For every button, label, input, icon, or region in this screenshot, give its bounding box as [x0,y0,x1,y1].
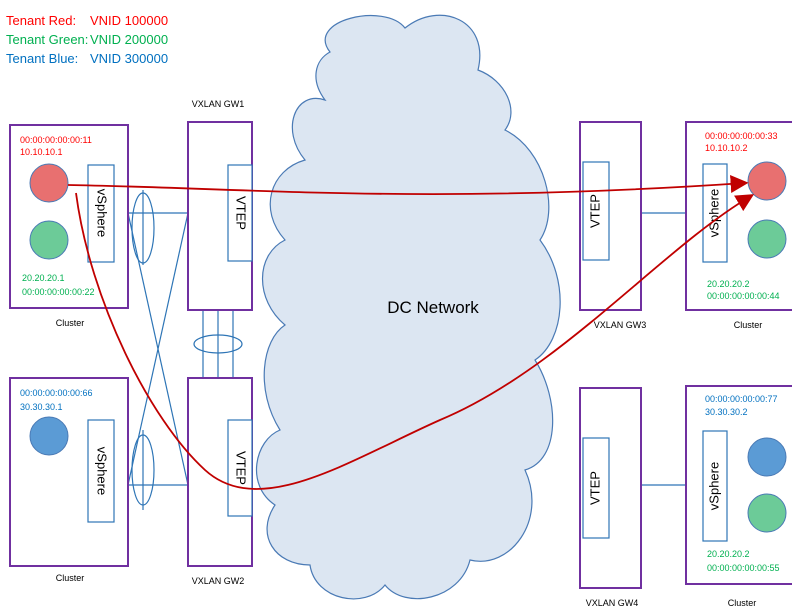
gw4-vtep-label: VTEP [587,471,602,505]
legend: Tenant Red: VNID 100000 Tenant Green: VN… [6,13,168,66]
lag-ellipse-c1 [131,192,155,264]
cluster-1-vsphere-box [87,164,115,263]
vm-blue-icon [29,416,69,456]
gw2-vtep-label: VTEP [234,451,249,485]
lag-ellipse-c2 [131,434,155,506]
cluster-4-ip-bottom: 20.20.20.2 [707,549,750,559]
cluster-4-ip-top: 30.30.30.2 [705,407,748,417]
cluster-2-vsphere-box [87,419,115,523]
cluster-4: 00:00:00:00:00:77 30.30.30.2 vSphere 20.… [685,385,792,608]
cluster-2-label: Cluster [56,573,85,583]
cluster-3-ip-bottom: 20.20.20.2 [707,279,750,289]
lag-ellipse-gw [193,334,243,354]
vm-red-icon [747,161,787,201]
gw3-vtep-label: VTEP [587,194,602,228]
cluster-1: 00:00:00:00:00:11 10.10.10.1 vSphere 20.… [9,124,129,328]
cluster-4-vsphere-box [702,430,728,542]
legend-red-vnid: VNID 100000 [90,13,168,28]
legend-red-tenant: Tenant Red: [6,13,76,28]
cluster-2-ip-top: 30.30.30.1 [20,402,63,412]
dc-network-cloud [255,14,561,600]
legend-green-vnid: VNID 200000 [90,32,168,47]
legend-blue-tenant: Tenant Blue: [6,51,78,66]
gw3-label: VXLAN GW3 [594,320,647,330]
cluster-1-label: Cluster [56,318,85,328]
gw1-label: VXLAN GW1 [192,99,245,109]
cluster-3-vsphere-box [702,163,728,263]
gw1-vtep-box [227,164,253,262]
cluster-3: 00:00:00:00:00:33 10.10.10.2 vSphere 20.… [685,121,792,330]
cluster-2-vsphere-label: vSphere [95,447,110,495]
gw3-vtep-box [582,161,610,261]
cluster-3-label: Cluster [734,320,763,330]
cluster-3-mac-top: 00:00:00:00:00:33 [705,131,778,141]
gateway-gw2: VTEP VXLAN GW2 [187,377,253,586]
cluster-1-ip-bottom: 20.20.20.1 [22,273,65,283]
vm-blue-icon [747,437,787,477]
gw4-box [579,387,642,589]
legend-green-tenant: Tenant Green: [6,32,88,47]
cluster-1-mac-top: 00:00:00:00:00:11 [20,135,92,145]
dc-network-label: DC Network [387,298,479,317]
gw1-vtep-label: VTEP [234,196,249,230]
vm-green-icon [747,219,787,259]
gateway-gw3: VTEP VXLAN GW3 [579,121,647,330]
vm-red-icon [29,163,69,203]
cluster-4-mac-bottom: 00:00:00:00:00:55 [707,563,780,573]
gw2-label: VXLAN GW2 [192,576,245,586]
cluster-1-vsphere-label: vSphere [95,189,110,237]
red-path-direct [67,174,749,195]
cluster-1-ip-top: 10.10.10.1 [20,147,63,157]
red-path-via-gw2 [75,192,755,490]
legend-blue-vnid: VNID 300000 [90,51,168,66]
gw2-vtep-box [227,419,253,517]
gateway-gw1: VXLAN GW1 VTEP [187,99,253,311]
cluster-2: 00:00:00:00:00:66 30.30.30.1 vSphere Clu… [9,377,129,583]
gw4-label: VXLAN GW4 [586,598,639,608]
gateway-gw4: VTEP VXLAN GW4 [579,387,642,608]
vm-green-icon [29,220,69,260]
vm-green-icon [747,493,787,533]
cluster-4-vsphere-label: vSphere [706,462,721,510]
cluster-4-label: Cluster [728,598,757,608]
gw4-vtep-box [582,437,610,539]
cluster-3-ip-top: 10.10.10.2 [705,143,748,153]
cluster-3-mac-bottom: 00:00:00:00:00:44 [707,291,780,301]
cluster-2-mac-top: 00:00:00:00:00:66 [20,388,93,398]
cluster-3-vsphere-label: vSphere [706,189,721,237]
cluster-4-mac-top: 00:00:00:00:00:77 [705,394,778,404]
cluster-1-mac-bottom: 00:00:00:00:00:22 [22,287,95,297]
